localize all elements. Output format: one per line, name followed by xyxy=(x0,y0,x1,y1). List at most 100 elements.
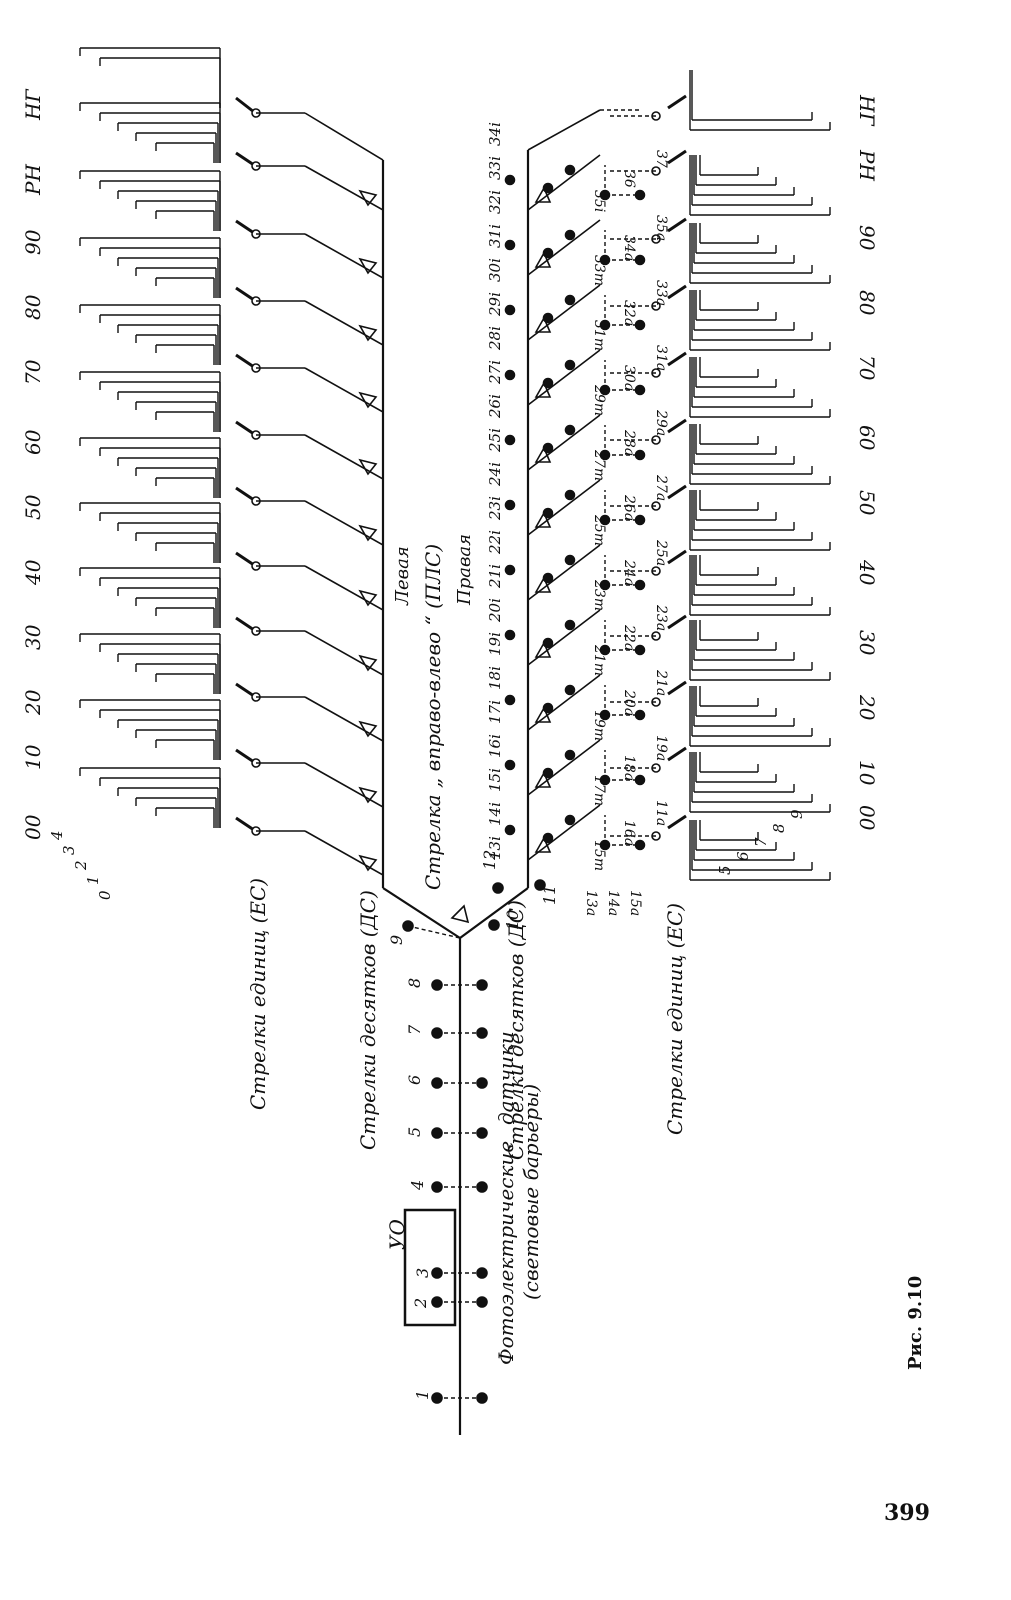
caption-units-right: Стрелки единиц (ЕС) xyxy=(663,903,687,1135)
diag-left-9 xyxy=(304,233,384,279)
switch-arm-right-3 xyxy=(667,614,687,630)
m-label-8: 31m xyxy=(591,320,607,351)
m-label-6: 27m xyxy=(591,449,607,481)
a-low-label-1: 14a xyxy=(605,890,621,916)
caption-photo-1: Фотоэлектрические xyxy=(494,1141,518,1365)
triangle-marker-right-9 xyxy=(534,251,552,268)
caption-tens-left: Стрелки десятков (ДС) xyxy=(356,890,380,1150)
right-group-label-2: 20 xyxy=(855,694,879,721)
left-group-label-7: 70 xyxy=(21,359,45,385)
dot-m-5-a xyxy=(542,507,554,519)
switch-arm-right-6 xyxy=(667,418,687,434)
trunk-number-0: 1 xyxy=(413,1390,432,1400)
plc-triangle-marker xyxy=(450,904,470,924)
dot-m-2-a xyxy=(542,702,554,714)
dot-i-1-a xyxy=(504,759,516,771)
a-mid-label-7: 30a xyxy=(621,365,637,391)
dot-m-6-a xyxy=(542,442,554,454)
diag-left-0 xyxy=(304,830,384,876)
switch-arm-left-4 xyxy=(235,551,255,567)
dot-m-1-b xyxy=(564,749,576,761)
switch-arm-right-9 xyxy=(667,217,687,233)
i-label-20: 33i xyxy=(486,156,504,180)
i-label-4: 17i xyxy=(486,700,504,724)
dot-m-9-a xyxy=(542,247,554,259)
m-label-1: 17m xyxy=(591,775,607,806)
i-label-18: 31i xyxy=(486,224,504,248)
diag-left-8 xyxy=(304,300,384,346)
dot-i-7-a xyxy=(504,369,516,381)
trunk-number-11: 12 xyxy=(480,850,499,870)
trunk-number-1: 2 xyxy=(411,1298,430,1309)
a-low-label-10: 31a xyxy=(653,345,669,371)
left-group-label-6: 60 xyxy=(21,429,45,455)
dot-i-5-a xyxy=(504,499,516,511)
trunk-number-8: 9 xyxy=(387,935,406,945)
triangle-marker-right-7 xyxy=(534,381,552,398)
i-label-6: 19i xyxy=(486,632,504,656)
a-mid-label-9: 34a xyxy=(621,235,637,261)
switch-arm-left-6 xyxy=(235,420,255,436)
a-low-label-2: 15a xyxy=(627,890,643,916)
triangle-marker-left-1 xyxy=(358,786,378,804)
uo-box xyxy=(403,1208,457,1327)
diag-right-0 xyxy=(527,804,601,861)
switch-arm-left-3 xyxy=(235,616,255,632)
left-unit-label-2: 2 xyxy=(72,860,90,871)
trunk-number-6: 7 xyxy=(405,1024,424,1035)
caption-plc: Стрелка „ вправо-влево “ (ПЛС) xyxy=(421,544,445,890)
diag-right-8 xyxy=(527,284,601,341)
m-label-3: 21m xyxy=(591,644,607,676)
i-label-11: 24i xyxy=(486,462,504,487)
i-label-7: 20i xyxy=(486,598,504,623)
left-group-label-3: 30 xyxy=(21,624,45,650)
a-low-label-9: 29a xyxy=(653,409,669,436)
a-mid-label-0: 16a xyxy=(621,820,637,846)
m-label-7: 29m xyxy=(591,384,607,416)
switch-arm-right-10 xyxy=(667,149,687,165)
dot-m-8-b xyxy=(564,294,576,306)
split-right xyxy=(459,887,529,939)
right-group-label-4: 40 xyxy=(855,559,879,586)
triangle-marker-left-10 xyxy=(358,189,378,207)
switch-arm-right-7 xyxy=(667,351,687,367)
dot-m-3-a xyxy=(542,637,554,649)
caption-tens-right: Стрелки десятков (ДС) xyxy=(504,900,528,1160)
triangle-marker-right-0 xyxy=(534,836,552,853)
i-label-10: 23i xyxy=(486,496,504,521)
switch-arm-right-2 xyxy=(667,680,687,696)
switch-arm-right-5 xyxy=(667,484,687,500)
diag-right-4 xyxy=(527,544,601,601)
right-group-label-1: 10 xyxy=(855,760,879,786)
i-label-21: 34i xyxy=(486,122,504,146)
switch-arm-left-9 xyxy=(235,219,255,235)
switch-arm-right-11 xyxy=(667,94,687,110)
dot-i-8-a xyxy=(504,304,516,316)
caption-left: Левая xyxy=(392,546,413,606)
triangle-marker-left-4 xyxy=(358,589,378,607)
dot-m-10-a xyxy=(542,182,554,194)
switch-arm-left-0 xyxy=(235,816,255,832)
dot-m-0-b xyxy=(564,814,576,826)
caption-uo: УО xyxy=(385,1219,409,1250)
triangle-marker-left-7 xyxy=(358,391,378,409)
diag-left-3 xyxy=(304,630,384,676)
right-group-label-0: 00 xyxy=(855,805,879,831)
triangle-marker-left-6 xyxy=(358,458,378,476)
a-low-label-7: 25a xyxy=(653,539,669,566)
i-label-14: 27i xyxy=(486,360,504,385)
dot-m-2-b xyxy=(564,684,576,696)
a-low-label-12: 35a xyxy=(653,215,669,241)
right-group-label-6: 60 xyxy=(855,425,879,451)
switch-arm-left-2 xyxy=(235,682,255,698)
triangle-marker-right-3 xyxy=(534,641,552,658)
branch-12-dot xyxy=(492,882,504,894)
dot-m-4-b xyxy=(564,554,576,566)
a-mid-label-3: 22a xyxy=(621,624,637,651)
right-group-label-10: РН xyxy=(855,149,879,181)
diag-right-10 xyxy=(527,154,601,211)
trunk-number-9: 10 xyxy=(503,910,522,930)
triangle-marker-right-1 xyxy=(534,771,552,788)
dot-i-0-a xyxy=(504,824,516,836)
